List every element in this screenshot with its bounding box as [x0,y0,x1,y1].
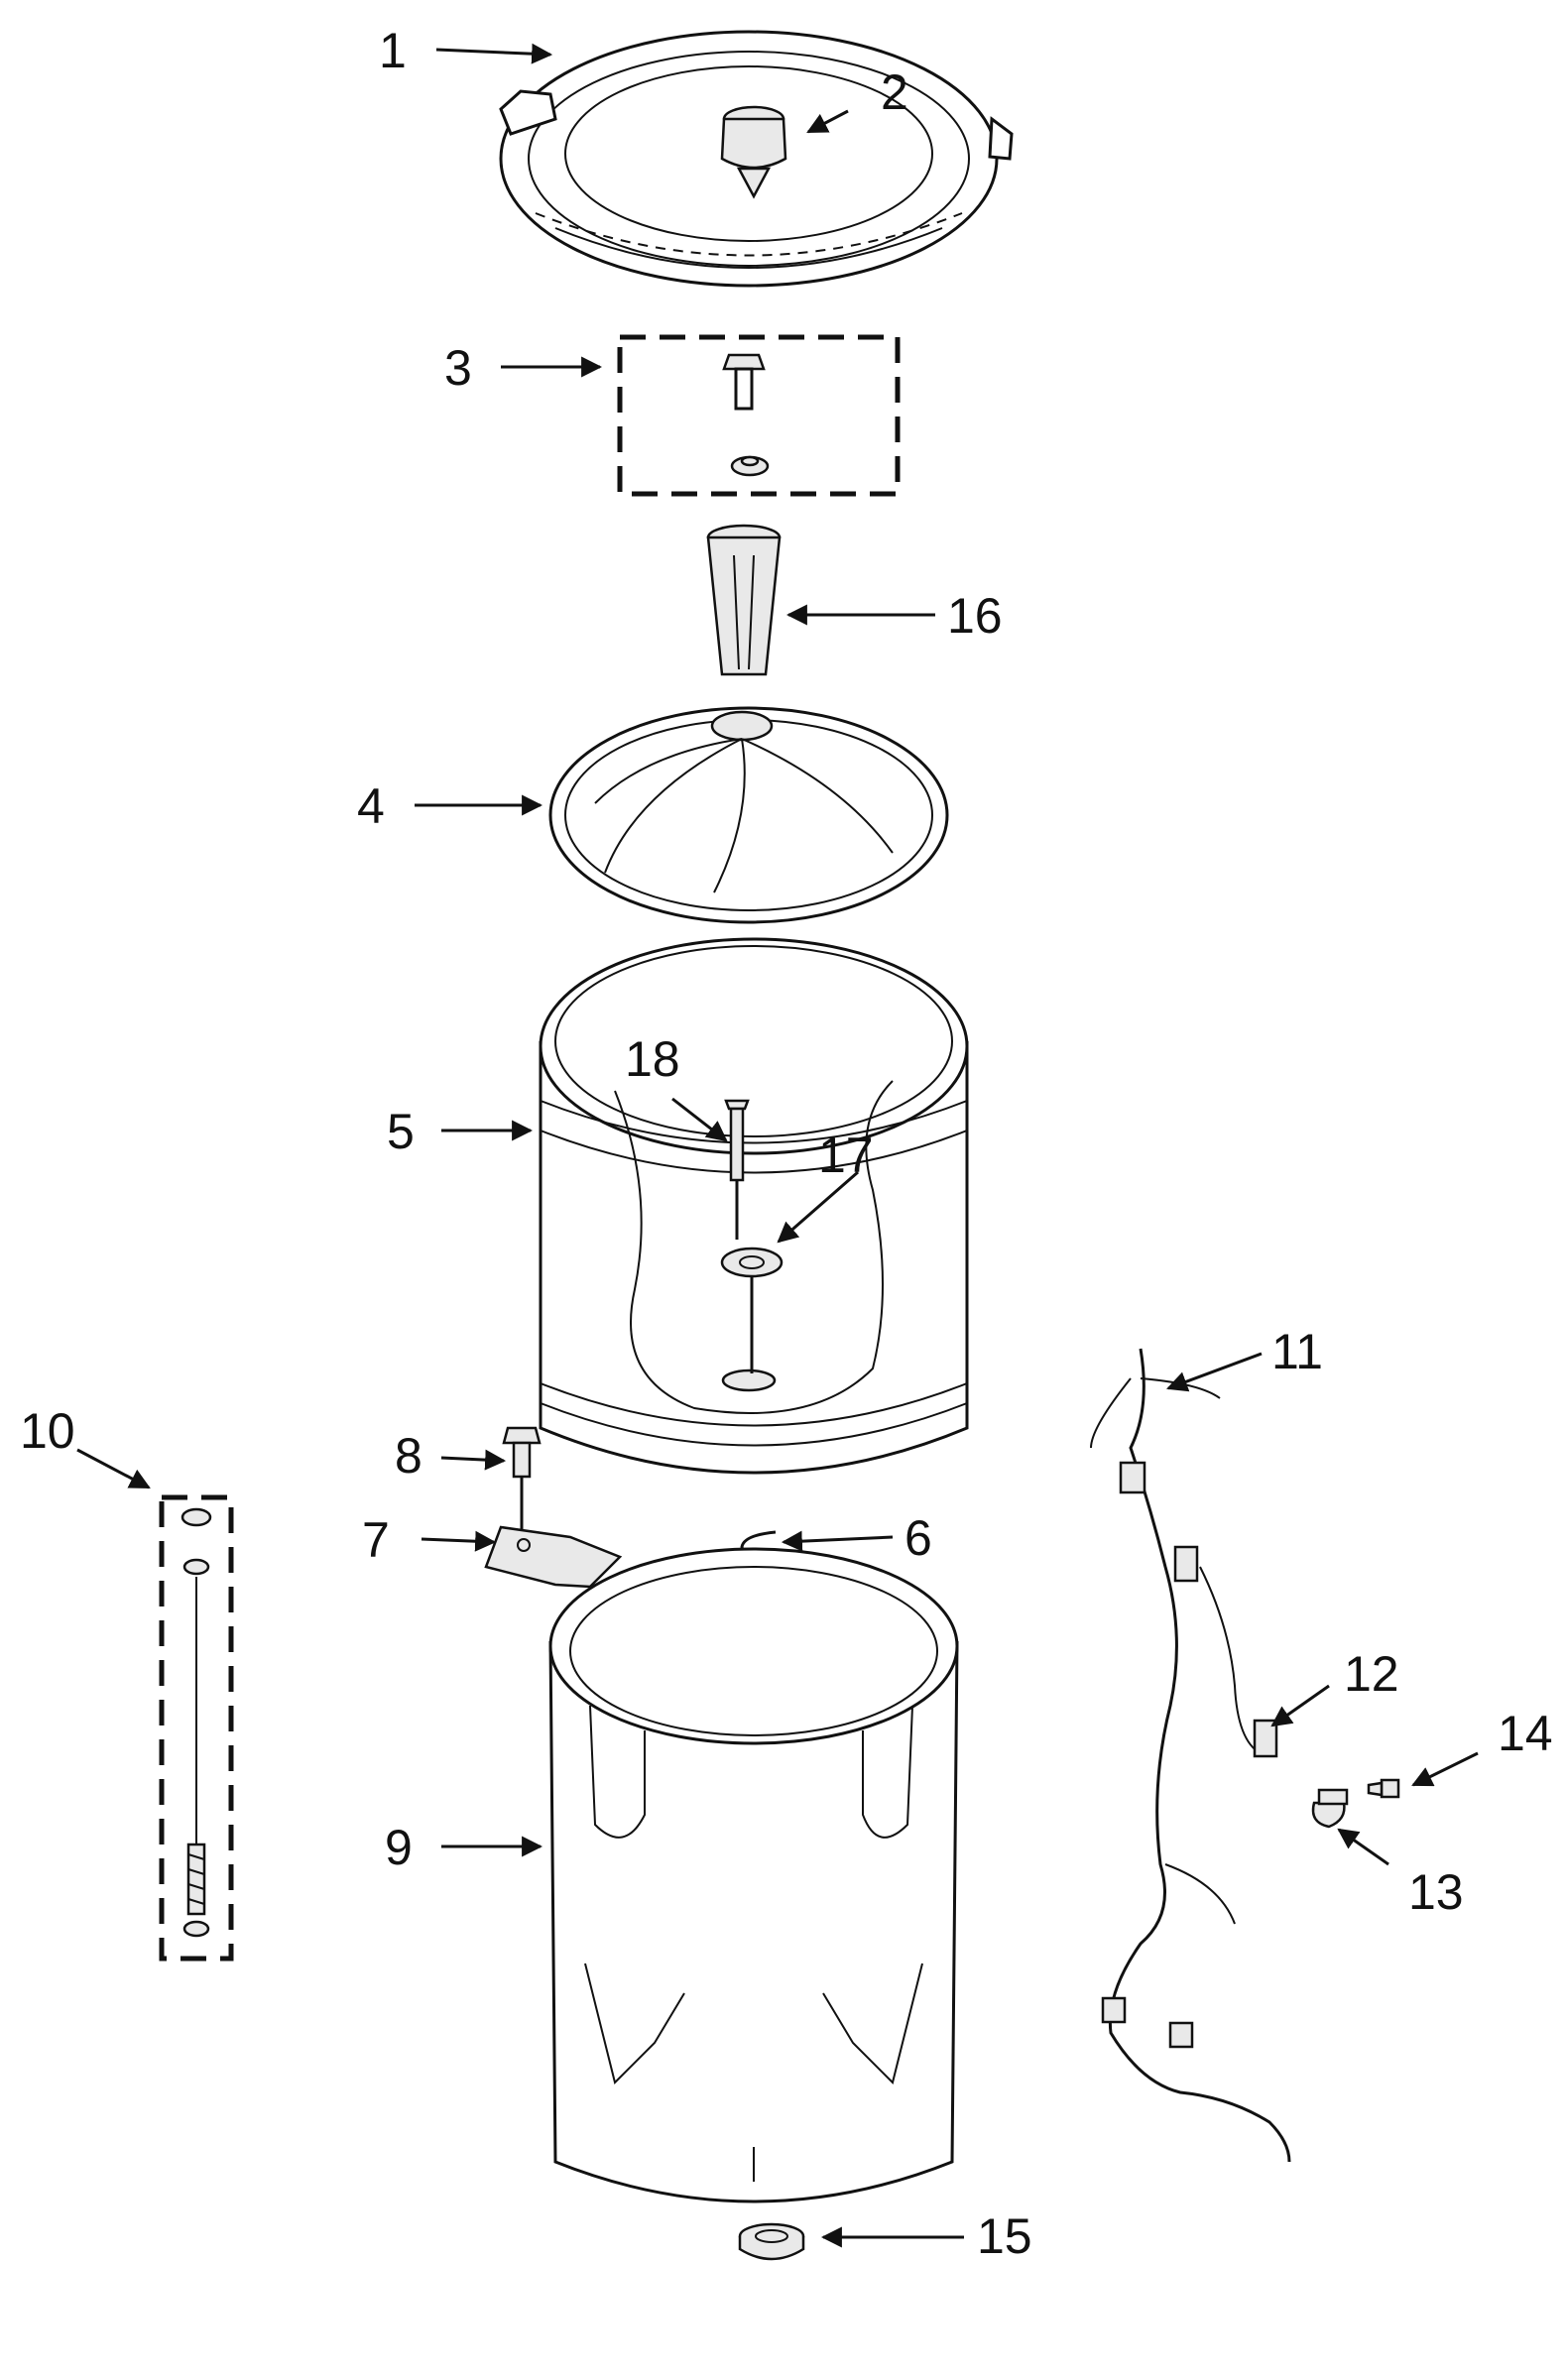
callout-17: 17 [818,1128,874,1183]
callout-6: 6 [905,1510,932,1566]
leader-1 [435,43,553,64]
leader-10 [76,1448,151,1489]
part-13-clamp [1311,1788,1349,1829]
callout-1: 1 [379,23,407,78]
part-11-12-wire-harness [1090,1348,1291,2163]
leader-arrows [76,43,1479,2248]
leader-6 [781,1530,894,1552]
part-7-bracket [484,1525,623,1589]
part-3-fastener-kit [617,334,901,497]
leader-12 [1270,1684,1330,1727]
leader-17 [777,1170,859,1244]
callout-9: 9 [385,1820,413,1875]
callout-8: 8 [395,1428,422,1484]
part-18-screw [724,1099,750,1240]
part-8-bolt [502,1426,542,1532]
part-2-cap [720,105,787,199]
callout-7: 7 [362,1512,390,1568]
callout-11: 11 [1271,1324,1323,1379]
callout-4: 4 [357,778,385,834]
callout-labels: 1 2 3 4 5 6 7 8 9 10 11 12 13 14 15 16 1… [20,23,1553,2264]
part-17-washer [720,1247,784,1373]
callout-12: 12 [1344,1646,1399,1702]
callout-2: 2 [881,64,908,120]
part-14-screw [1367,1778,1400,1799]
part-4-impeller [548,706,949,924]
callout-15: 15 [977,2208,1032,2264]
part-9-tub [548,1547,959,2203]
callout-13: 13 [1408,1864,1464,1920]
callout-3: 3 [444,340,472,396]
callout-10: 10 [20,1403,75,1459]
leader-11 [1166,1352,1263,1392]
callout-14: 14 [1498,1706,1553,1761]
leader-13 [1337,1828,1389,1866]
leader-14 [1411,1751,1479,1787]
part-10-suspension-rod [159,1494,234,1962]
leader-8 [440,1449,507,1471]
callout-18: 18 [625,1031,680,1087]
part-15-seal [738,2222,805,2261]
callout-5: 5 [387,1104,415,1159]
part-5-basket [539,937,969,1475]
callout-16: 16 [947,588,1003,644]
part-16-tube [706,524,782,676]
leader-7 [421,1530,497,1552]
leader-2 [806,109,849,134]
leader-18 [671,1097,728,1142]
